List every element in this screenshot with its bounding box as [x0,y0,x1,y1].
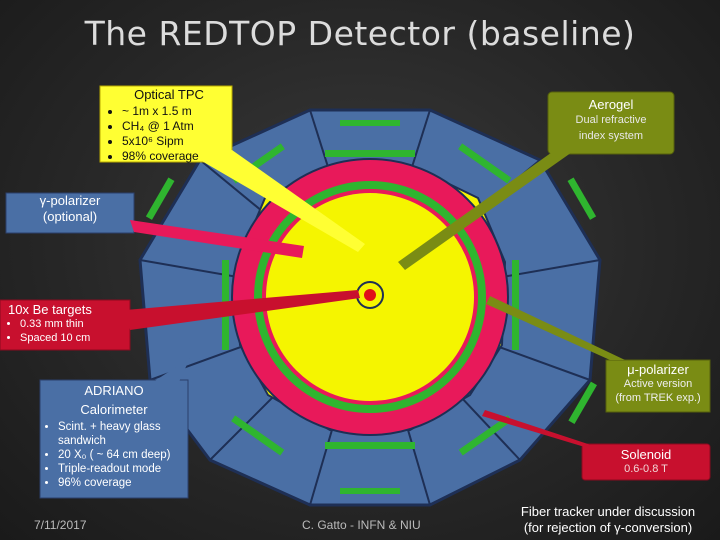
adriano-heading-1: ADRIANO [84,383,144,398]
adriano-heading-2: Calorimeter [80,402,148,417]
aerogel-label: Aerogel Dual refractive index system [548,92,674,154]
list-item: 5x10⁶ Sipm [122,134,232,149]
list-item: 98% coverage [122,149,232,164]
mu-polarizer-heading: μ-polarizer [627,362,689,377]
callout-be-targets [0,290,360,351]
list-item: Spaced 10 cm [20,331,130,345]
callout-gamma-polarizer [5,192,304,258]
list-item: Triple-readout mode [58,462,188,476]
aerogel-ring [254,181,486,413]
optical-tpc-heading: Optical TPC [134,87,204,102]
list-item: 96% coverage [58,476,188,490]
slide-title: The REDTOP Detector (baseline) [84,14,636,53]
fiber-line-2: (for rejection of γ-conversion) [523,520,693,535]
list-item: 20 X₀ ( ~ 64 cm deep) [58,448,188,462]
aerogel-heading: Aerogel [588,97,634,112]
optical-tpc-list: ~ 1m x 1.5 m CH₄ @ 1 Atm 5x10⁶ Sipm 98% … [92,104,232,164]
fiber-tracker-note: Fiber tracker under discussion (for reje… [508,504,708,536]
mu-polarizer-sub-2: (from TREK exp.) [615,392,701,404]
solenoid-label: Solenoid 0.6-0.8 T [582,444,710,480]
gamma-polarizer-line-1: γ-polarizer [39,193,101,208]
callout-solenoid [482,410,711,481]
aerogel-sub-1: Dual refractive [575,114,647,126]
be-targets-label: 10x Be targets 0.33 mm thin Spaced 10 cm [0,300,130,350]
mu-polarizer-label: μ-polarizer Active version (from TREK ex… [606,360,710,412]
mu-polarizer-sub-1: Active version [623,378,693,390]
gamma-polarizer-line-2: (optional) [42,209,98,224]
adriano-label: ADRIANO Calorimeter Scint. + heavy glass… [40,380,188,498]
list-item: CH₄ @ 1 Atm [122,119,232,134]
gamma-polarizer-label: γ-polarizer (optional) [6,193,134,233]
fiber-line-1: Fiber tracker under discussion [520,504,696,519]
footer-author: C. Gatto - INFN & NIU [302,518,421,532]
solenoid-sub: 0.6-0.8 T [624,463,668,475]
aerogel-sub-2: index system [578,130,644,142]
adriano-list: Scint. + heavy glass sandwich 20 X₀ ( ~ … [40,420,188,490]
list-item: 0.33 mm thin [20,317,130,331]
be-target-core [364,289,376,301]
optical-tpc-label: Optical TPC ~ 1m x 1.5 m CH₄ @ 1 Atm 5x1… [92,86,232,164]
list-item: Scint. + heavy glass sandwich [58,420,188,448]
callout-aerogel [398,91,675,270]
list-item: ~ 1m x 1.5 m [122,104,232,119]
callout-adriano [39,358,190,499]
footer-date: 7/11/2017 [34,518,87,532]
callout-optical-tpc [99,85,365,252]
be-targets-list: 0.33 mm thin Spaced 10 cm [0,317,130,345]
solenoid-heading: Solenoid [620,447,672,462]
callout-mu-polarizer [486,296,711,413]
be-targets-heading: 10x Be targets [8,302,92,317]
